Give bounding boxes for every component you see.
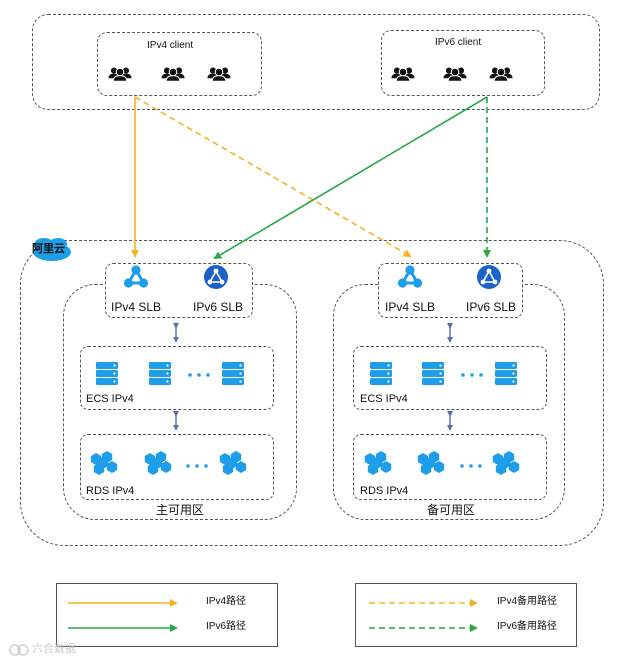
rds-label: RDS IPv4	[86, 485, 135, 497]
legend-primary-box	[56, 583, 278, 647]
legend-backup-box	[355, 583, 577, 647]
users-icon	[108, 68, 131, 82]
rds-cube-icon	[145, 451, 171, 475]
rds-cube-icon	[220, 451, 246, 475]
slb-icon	[123, 265, 149, 288]
legend-ipv4-label: IPv4路径	[206, 596, 247, 607]
users-icon	[443, 68, 466, 82]
legend-ipv6-label: IPv6路径	[206, 621, 247, 632]
server-stack-icon	[422, 362, 444, 385]
users-icon	[161, 68, 184, 82]
rds-label: RDS IPv4	[360, 485, 409, 497]
server-stack-icon	[96, 362, 118, 385]
rds-cube-icon	[365, 451, 391, 475]
zone-primary-label: 主可用区	[156, 503, 205, 517]
cloud-region	[20, 240, 604, 546]
users-icon	[489, 68, 512, 82]
watermark-text: 六合数据	[32, 643, 76, 655]
ellipsis-icon	[186, 464, 482, 468]
users-icon	[391, 68, 414, 82]
slb-v6-label: IPv6 SLB	[193, 300, 244, 314]
cloud-logo-icon	[33, 238, 71, 261]
slb-icon	[204, 265, 228, 289]
ipv6-client-group	[381, 30, 545, 96]
slb-v6-label: IPv6 SLB	[466, 300, 517, 314]
slb-group-primary	[105, 263, 253, 318]
watermark-logo-icon	[9, 644, 29, 656]
ipv4-backup-path-arrow	[134, 96, 412, 258]
ecs-label: ECS IPv4	[360, 393, 408, 405]
cloud-label: 阿里云	[32, 243, 65, 255]
users-icon	[207, 68, 230, 82]
ipv6-client-label: IPv6 client	[435, 37, 482, 48]
ipv6-path-arrow	[213, 96, 488, 260]
rds-cube-icon	[418, 451, 444, 475]
legend-ipv4-backup-label: IPv4备用路径	[497, 596, 558, 607]
legend-ipv6-backup-label: IPv6备用路径	[497, 621, 558, 632]
server-stack-icon	[222, 362, 244, 385]
ecs-group-backup	[353, 346, 547, 410]
slb-icon	[477, 265, 501, 289]
slb-v4-label: IPv4 SLB	[385, 300, 436, 314]
ecs-label: ECS IPv4	[86, 393, 134, 405]
slb-v4-label: IPv4 SLB	[111, 300, 162, 314]
slb-icon	[397, 265, 423, 288]
zone-backup-label: 备可用区	[427, 503, 476, 517]
rds-group-primary	[80, 434, 274, 500]
ipv4-client-label: IPv4 client	[147, 40, 194, 51]
server-stack-icon	[149, 362, 171, 385]
rds-group-backup	[353, 434, 547, 500]
clients-region	[32, 14, 600, 110]
ecs-group-primary	[80, 346, 274, 410]
rds-cube-icon	[493, 451, 519, 475]
server-stack-icon	[495, 362, 517, 385]
ipv4-client-group	[97, 32, 262, 96]
ellipsis-icon	[188, 373, 483, 377]
server-stack-icon	[370, 362, 392, 385]
rds-cube-icon	[91, 451, 117, 475]
